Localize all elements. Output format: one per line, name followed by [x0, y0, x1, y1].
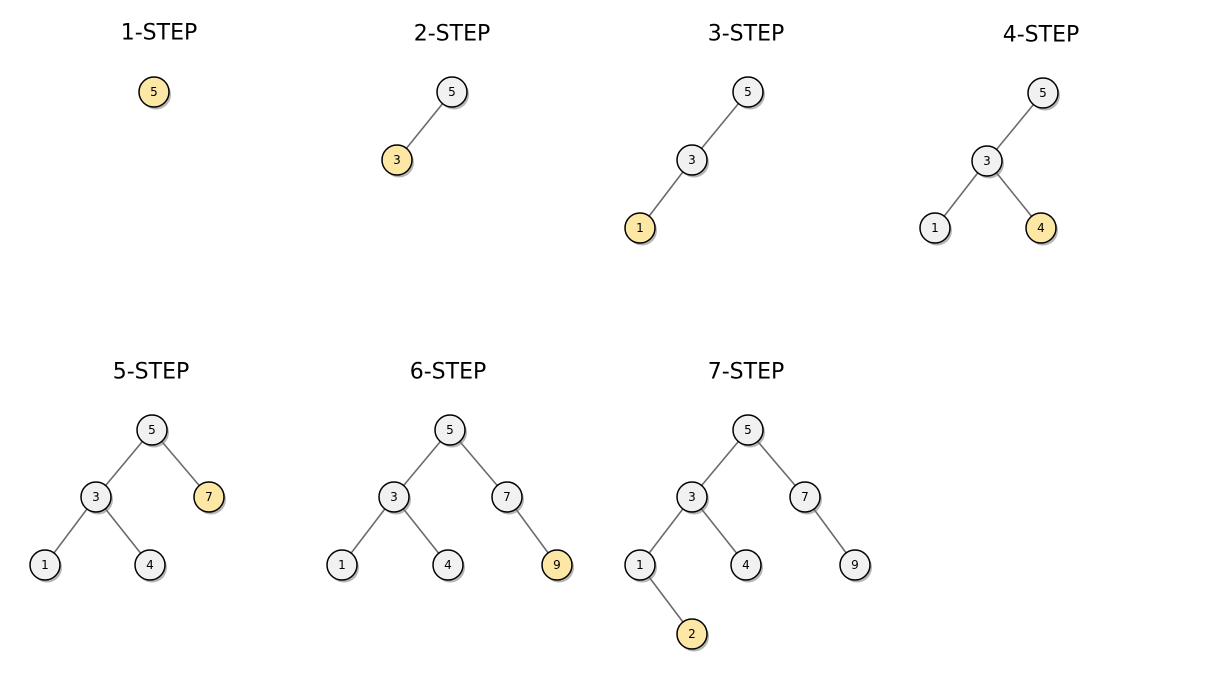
tree-node-4: 4 [1025, 212, 1058, 246]
node-label: 5 [744, 423, 752, 437]
node-label: 3 [393, 153, 401, 167]
node-label: 4 [146, 558, 154, 572]
node-circle [624, 549, 656, 581]
panel-title: 2-STEP [414, 22, 491, 47]
panel-title: 5-STEP [113, 360, 190, 385]
node-circle [491, 481, 523, 513]
tree-node-7: 7 [193, 481, 226, 515]
tree-node-1: 1 [29, 549, 62, 583]
tree-node-4: 4 [432, 549, 465, 583]
node-label: 5 [744, 85, 752, 99]
node-circle-highlighted [541, 549, 573, 581]
tree-node-1: 1 [919, 212, 952, 246]
node-circle [1027, 77, 1059, 109]
node-label: 1 [636, 558, 644, 572]
node-label: 3 [983, 154, 991, 168]
tree-node-9: 9 [541, 549, 574, 583]
node-label: 5 [148, 423, 156, 437]
tree-node-3: 3 [676, 481, 709, 515]
panel-title: 3-STEP [708, 22, 785, 47]
tree-node-7: 7 [789, 481, 822, 515]
node-circle-highlighted [138, 76, 170, 108]
node-label: 2 [688, 627, 696, 641]
node-circle [730, 549, 762, 581]
panel-step-1: 1-STEP 5 [121, 21, 198, 110]
panel-step-3: 3-STEP 5 3 1 [624, 22, 785, 246]
tree-node-3: 3 [378, 481, 411, 515]
node-circle [136, 414, 168, 446]
node-circle [732, 76, 764, 108]
panel-step-5: 5-STEP 5 3 7 1 4 [29, 360, 226, 583]
node-circle [732, 414, 764, 446]
node-label: 7 [503, 490, 511, 504]
node-label: 9 [553, 558, 561, 572]
node-label: 4 [742, 558, 750, 572]
tree-node-5: 5 [138, 76, 171, 110]
node-label: 1 [338, 558, 346, 572]
node-label: 4 [444, 558, 452, 572]
node-circle [134, 549, 166, 581]
panel-step-7: 7-STEP 5 3 7 1 4 9 2 [624, 360, 872, 652]
node-label: 5 [150, 85, 158, 99]
node-circle-highlighted [624, 212, 656, 244]
tree-node-4: 4 [134, 549, 167, 583]
node-label: 7 [801, 490, 809, 504]
tree-node-3: 3 [676, 144, 709, 178]
panel-step-6: 6-STEP 5 3 7 1 4 9 [326, 360, 574, 583]
node-circle-highlighted [676, 618, 708, 650]
tree-node-3: 3 [381, 144, 414, 178]
panel-title: 1-STEP [121, 21, 198, 46]
node-circle [80, 481, 112, 513]
tree-node-1: 1 [624, 549, 657, 583]
node-label: 9 [851, 558, 859, 572]
tree-node-4: 4 [730, 549, 763, 583]
node-circle [29, 549, 61, 581]
node-circle [326, 549, 358, 581]
tree-node-1: 1 [326, 549, 359, 583]
node-circle [434, 414, 466, 446]
node-label: 1 [636, 221, 644, 235]
node-circle [919, 212, 951, 244]
tree-node-5: 5 [1027, 77, 1060, 111]
panel-step-2: 2-STEP 5 3 [381, 22, 491, 178]
node-label: 3 [688, 153, 696, 167]
node-label: 3 [390, 490, 398, 504]
tree-node-1: 1 [624, 212, 657, 246]
node-circle [378, 481, 410, 513]
tree-node-5: 5 [732, 76, 765, 110]
node-circle [839, 549, 871, 581]
tree-node-3: 3 [80, 481, 113, 515]
node-circle-highlighted [193, 481, 225, 513]
tree-node-5: 5 [436, 76, 469, 110]
panel-title: 7-STEP [708, 360, 785, 385]
node-circle [789, 481, 821, 513]
node-label: 1 [41, 558, 49, 572]
node-circle [676, 144, 708, 176]
tree-node-5: 5 [732, 414, 765, 448]
node-label: 3 [688, 490, 696, 504]
node-label: 4 [1037, 221, 1045, 235]
tree-node-3: 3 [971, 145, 1004, 179]
tree-node-5: 5 [136, 414, 169, 448]
node-label: 5 [448, 85, 456, 99]
node-label: 5 [1039, 86, 1047, 100]
node-label: 3 [92, 490, 100, 504]
tree-node-2: 2 [676, 618, 709, 652]
node-circle-highlighted [1025, 212, 1057, 244]
panel-title: 6-STEP [410, 360, 487, 385]
node-label: 7 [205, 490, 213, 504]
node-circle [432, 549, 464, 581]
node-circle [971, 145, 1003, 177]
tree-node-7: 7 [491, 481, 524, 515]
node-label: 5 [446, 423, 454, 437]
panel-step-4: 4-STEP 5 3 1 4 [919, 23, 1080, 246]
panel-title: 4-STEP [1003, 23, 1080, 48]
node-circle [436, 76, 468, 108]
tree-node-9: 9 [839, 549, 872, 583]
node-circle-highlighted [381, 144, 413, 176]
node-circle [676, 481, 708, 513]
tree-node-5: 5 [434, 414, 467, 448]
node-label: 1 [931, 221, 939, 235]
